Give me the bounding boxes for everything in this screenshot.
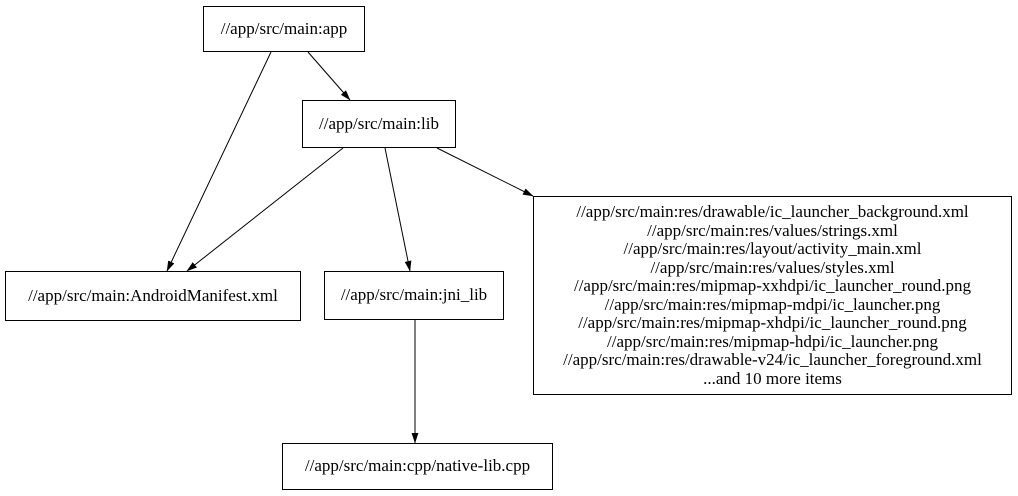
node-lib: //app/src/main:lib [302, 100, 456, 148]
resources-line: //app/src/main:res/mipmap-mdpi/ic_launch… [604, 294, 941, 314]
resources-line: //app/src/main:res/mipmap-xhdpi/ic_launc… [578, 313, 967, 332]
node-android-manifest-label: //app/src/main:AndroidManifest.xml [28, 285, 278, 305]
resources-more-items: ...and 10 more items [703, 368, 842, 388]
resources-line: //app/src/main:res/layout/activity_main.… [623, 239, 922, 258]
node-lib-label: //app/src/main:lib [319, 113, 439, 133]
node-resources-group: //app/src/main:res/drawable/ic_launcher_… [533, 196, 1012, 395]
node-native-lib-cpp: //app/src/main:cpp/native-lib.cpp [282, 443, 553, 490]
node-native-lib-cpp-label: //app/src/main:cpp/native-lib.cpp [304, 456, 531, 476]
resources-line: //app/src/main:res/mipmap-xxhdpi/ic_laun… [573, 276, 972, 295]
edge-lib-to-resources [436, 147, 534, 197]
resources-line: //app/src/main:res/mipmap-hdpi/ic_launch… [607, 331, 938, 351]
edge-app-to-lib [307, 51, 351, 101]
node-jni-lib: //app/src/main:jni_lib [324, 271, 504, 320]
node-app-label: //app/src/main:app [220, 18, 348, 38]
resources-line: //app/src/main:res/drawable-v24/ic_launc… [563, 350, 982, 369]
resources-line: //app/src/main:res/values/styles.xml [650, 257, 895, 277]
resources-line: //app/src/main:res/values/strings.xml [647, 220, 898, 240]
node-app: //app/src/main:app [203, 6, 365, 52]
resources-line: //app/src/main:res/drawable/ic_launcher_… [576, 202, 969, 221]
node-jni-lib-label: //app/src/main:jni_lib [340, 285, 488, 305]
edge-app-to-android-manifest [166, 51, 272, 272]
node-android-manifest: //app/src/main:AndroidManifest.xml [5, 271, 301, 321]
edge-lib-to-jni-lib [384, 147, 412, 272]
edge-lib-to-android-manifest [186, 147, 344, 272]
